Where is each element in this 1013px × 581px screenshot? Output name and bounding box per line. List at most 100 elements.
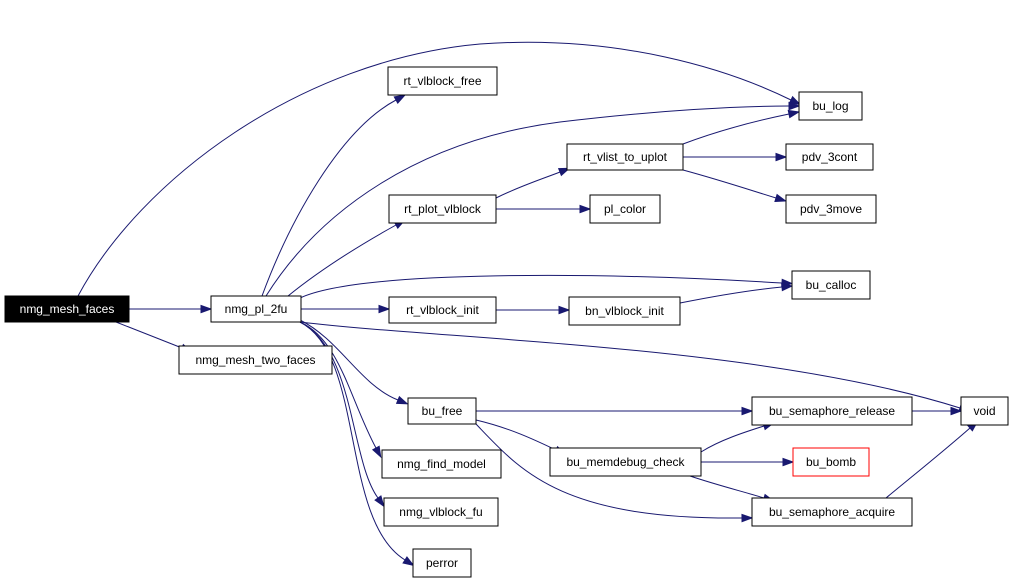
node-box: [4, 295, 130, 323]
node-box: [407, 397, 477, 425]
edge-bu_semaphore_acquire-to-void: [885, 420, 979, 499]
edge-nmg_pl_2fu-to-nmg_find_model: [299, 321, 382, 459]
arrowhead: [782, 457, 795, 467]
edge-nmg_mesh_faces-to-nmg_pl_2fu: [129, 304, 213, 314]
arrowhead: [775, 152, 788, 162]
node-nmg-mesh-faces[interactable]: nmg_mesh_faces: [4, 295, 130, 323]
arrowhead: [393, 94, 407, 105]
edge-nmg_pl_2fu-to-perror: [299, 321, 415, 567]
edge-rt_vlist_to_uplot-to-pdv_3move: [682, 169, 787, 202]
node-label: bu_log: [812, 99, 848, 113]
edge-nmg_mesh_faces-to-bu_log: [77, 41, 802, 297]
node-label: perror: [426, 556, 458, 570]
arrowhead: [374, 495, 385, 508]
node-label: pdv_3cont: [802, 150, 858, 164]
arrowhead: [787, 109, 801, 119]
node-bu-bomb[interactable]: bu_bomb: [792, 447, 870, 477]
node-nmg-mesh-two-faces[interactable]: nmg_mesh_two_faces: [178, 345, 333, 375]
edge-rt_plot_vlblock-to-rt_vlist_to_uplot: [495, 167, 571, 199]
node-bu-log[interactable]: bu_log: [798, 91, 863, 121]
node-label: bu_bomb: [806, 455, 856, 469]
arrowhead: [579, 204, 592, 214]
node-label: rt_vlist_to_uplot: [583, 150, 668, 164]
node-label: bu_free: [422, 404, 463, 418]
node-box: [960, 396, 1009, 426]
node-label: nmg_mesh_two_faces: [195, 353, 315, 367]
edge-nmg_pl_2fu-to-rt_plot_vlblock: [287, 219, 407, 297]
nodes: nmg_mesh_faces nmg_pl_2fu nmg_mesh_two_fac…: [4, 66, 1009, 578]
node-pl-color[interactable]: pl_color: [589, 194, 661, 224]
arrowhead: [950, 406, 963, 416]
node-bn-vlblock-init[interactable]: bn_vlblock_init: [568, 296, 681, 326]
node-box: [383, 497, 499, 527]
node-box: [388, 296, 497, 324]
node-label: nmg_find_model: [397, 457, 486, 471]
edge-rt_plot_vlblock-to-pl_color: [496, 204, 592, 214]
node-rt-vlblock-init[interactable]: rt_vlblock_init: [388, 296, 497, 324]
node-rt-vlblock-free[interactable]: rt_vlblock_free: [387, 66, 498, 96]
arrowhead: [402, 556, 415, 567]
edge-bu_memdebug_check-to-bu_semaphore_release: [700, 422, 775, 453]
node-label: bu_semaphore_acquire: [769, 505, 895, 519]
node-box: [381, 449, 502, 479]
node-pdv-3cont[interactable]: pdv_3cont: [785, 143, 874, 171]
arrowhead: [741, 406, 754, 416]
node-nmg-vlblock-fu[interactable]: nmg_vlblock_fu: [383, 497, 499, 527]
node-box: [792, 447, 870, 477]
node-bu-semaphore-acquire[interactable]: bu_semaphore_acquire: [751, 497, 913, 527]
node-void[interactable]: void: [960, 396, 1009, 426]
node-bu-memdebug-check[interactable]: bu_memdebug_check: [549, 447, 702, 477]
edge-rt_vlist_to_uplot-to-pdv_3cont: [683, 152, 788, 162]
node-box: [785, 194, 877, 224]
edge-nmg_pl_2fu-to-bu_free: [299, 319, 409, 405]
node-box: [387, 66, 498, 96]
node-label: pdv_3move: [800, 202, 862, 216]
node-label: void: [973, 404, 995, 418]
edge-rt_vlblock_init-to-bn_vlblock_init: [496, 305, 571, 315]
edge-bu_free-to-bu_semaphore_release: [476, 406, 754, 416]
node-label: pl_color: [604, 202, 646, 216]
node-box: [210, 295, 302, 323]
edge-nmg_pl_2fu-to-bu_calloc: [299, 274, 794, 299]
node-label: bu_calloc: [806, 278, 857, 292]
node-nmg-find-model[interactable]: nmg_find_model: [381, 449, 502, 479]
node-rt-plot-vlblock[interactable]: rt_plot_vlblock: [388, 194, 497, 224]
node-label: rt_vlblock_free: [403, 74, 481, 88]
node-box: [791, 270, 871, 300]
node-label: nmg_mesh_faces: [20, 302, 115, 316]
node-bu-calloc[interactable]: bu_calloc: [791, 270, 871, 300]
arrowhead: [781, 282, 794, 292]
edge-bn_vlblock_init-to-bu_calloc: [679, 282, 794, 304]
arrowhead: [558, 305, 571, 315]
node-perror[interactable]: perror: [412, 548, 472, 578]
edge-bu_semaphore_release-to-void: [912, 406, 963, 416]
node-bu-free[interactable]: bu_free: [407, 397, 477, 425]
arrowhead: [774, 193, 787, 202]
node-pdv-3move[interactable]: pdv_3move: [785, 194, 877, 224]
edge-rt_vlist_to_uplot-to-bu_log: [682, 109, 801, 145]
node-label: bu_semaphore_release: [769, 404, 895, 418]
arrowhead: [371, 445, 382, 459]
node-box: [785, 143, 874, 171]
arrowhead: [395, 395, 409, 405]
node-label: bu_memdebug_check: [566, 455, 685, 469]
node-box: [589, 194, 661, 224]
arrowhead: [378, 304, 391, 314]
node-box: [412, 548, 472, 578]
arrowhead: [741, 513, 754, 523]
node-rt-vlist-to-uplot[interactable]: rt_vlist_to_uplot: [566, 143, 684, 171]
node-label: rt_vlblock_init: [406, 303, 479, 317]
node-bu-semaphore-release[interactable]: bu_semaphore_release: [751, 396, 913, 426]
node-label: nmg_vlblock_fu: [399, 505, 482, 519]
node-box: [549, 447, 702, 477]
node-box: [751, 396, 913, 426]
arrowhead: [788, 101, 801, 111]
node-box: [388, 194, 497, 224]
edge-bu_memdebug_check-to-bu_bomb: [701, 457, 795, 467]
node-label: nmg_pl_2fu: [225, 302, 288, 316]
node-box: [751, 497, 913, 527]
edge-bu_free-to-bu_semaphore_acquire: [475, 423, 754, 523]
arrowhead: [200, 304, 213, 314]
node-nmg-pl-2fu[interactable]: nmg_pl_2fu: [210, 295, 302, 323]
